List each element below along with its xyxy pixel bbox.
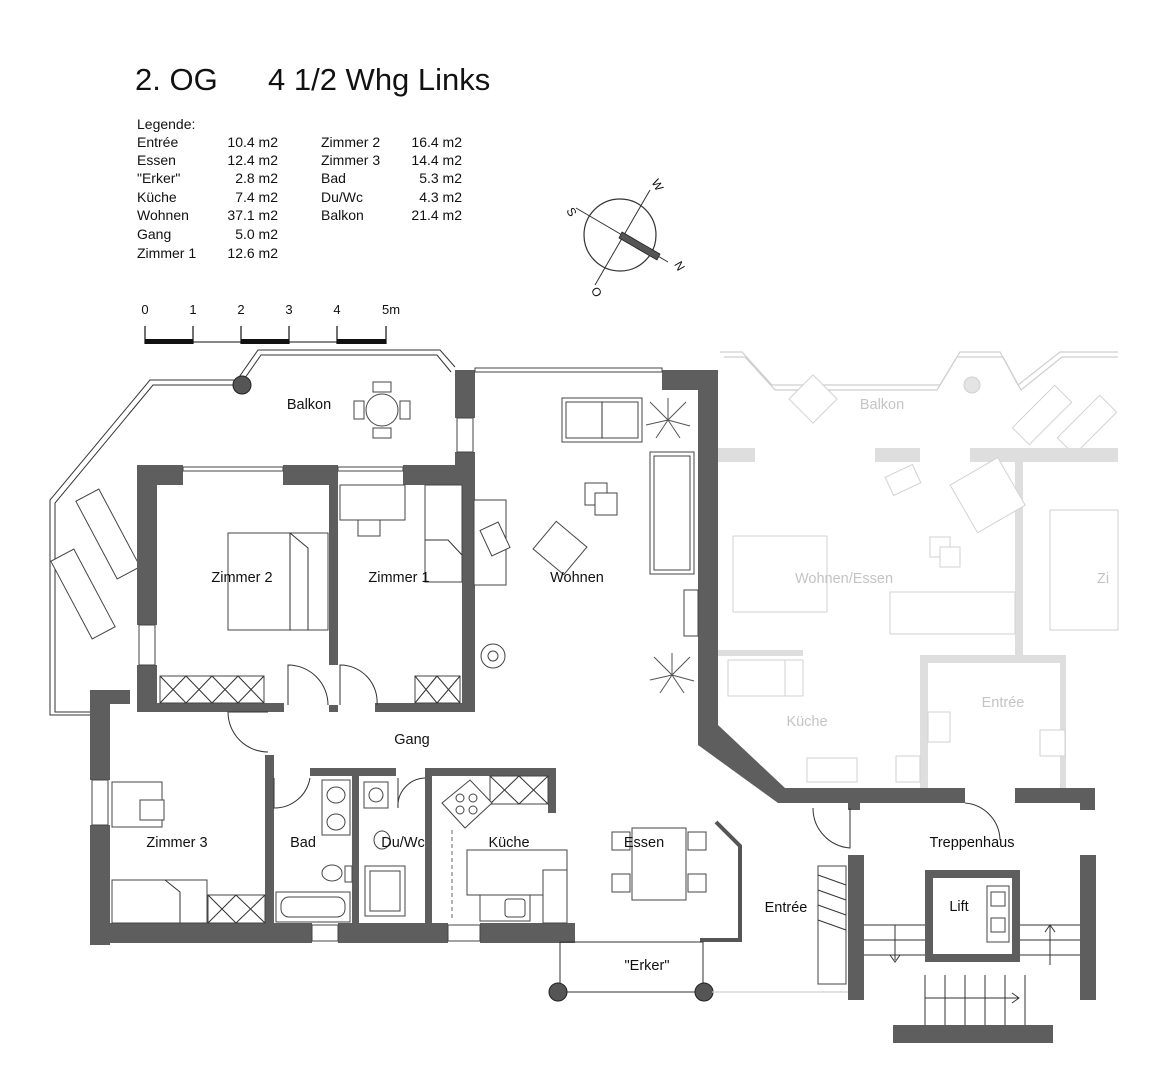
legend-area: 21.4 m2 bbox=[411, 207, 462, 223]
compass-label: S bbox=[563, 205, 579, 219]
room-label-wohnen: Wohnen bbox=[550, 570, 604, 586]
room-label-duwc: Du/Wc bbox=[381, 835, 425, 851]
legend-area: 16.4 m2 bbox=[411, 134, 462, 150]
legend-area: 10.4 m2 bbox=[227, 134, 278, 150]
neighbor-apartment: Balkon Wohnen/Essen Zi Entrée Küche bbox=[718, 351, 1119, 790]
scale-bar: 0 1 2 3 4 5m bbox=[141, 302, 400, 344]
legend-name: Entrée bbox=[137, 134, 178, 150]
legend-area: 4.3 m2 bbox=[419, 189, 462, 205]
legend-name: Du/Wc bbox=[321, 189, 363, 205]
legend-area: 12.4 m2 bbox=[227, 152, 278, 168]
legend-area: 37.1 m2 bbox=[227, 207, 278, 223]
scale-tick: 1 bbox=[189, 302, 196, 317]
neighbor-room-label: Entrée bbox=[982, 695, 1025, 711]
room-label-essen: Essen bbox=[624, 835, 664, 851]
legend-heading: Legende: bbox=[137, 116, 195, 132]
room-label-gang: Gang bbox=[394, 732, 429, 748]
scale-tick: 2 bbox=[237, 302, 244, 317]
furniture bbox=[111, 397, 1080, 1025]
doors bbox=[227, 664, 1001, 849]
legend-area: 12.6 m2 bbox=[227, 245, 278, 261]
legend-name: Gang bbox=[137, 226, 171, 242]
scale-tick: 3 bbox=[285, 302, 292, 317]
scale-tick: 5m bbox=[382, 302, 400, 317]
room-labels: Zimmer 2 Zimmer 1 Wohnen Gang Zimmer 3 B… bbox=[146, 570, 1014, 974]
legend-name: "Erker" bbox=[137, 170, 180, 186]
room-label-kueche: Küche bbox=[488, 835, 529, 851]
room-label-erker: "Erker" bbox=[625, 958, 670, 974]
legend: Legende: Entrée 10.4 m2 Essen 12.4 m2 "E… bbox=[137, 116, 462, 261]
neighbor-room-label: Wohnen/Essen bbox=[795, 571, 893, 587]
legend-name: Zimmer 2 bbox=[321, 134, 380, 150]
room-label-bad: Bad bbox=[290, 835, 316, 851]
balcony: Balkon bbox=[49, 349, 456, 716]
legend-name: Küche bbox=[137, 189, 177, 205]
windows bbox=[91, 367, 663, 942]
legend-area: 14.4 m2 bbox=[411, 152, 462, 168]
room-label-zimmer3: Zimmer 3 bbox=[146, 835, 207, 851]
unit-label: 4 1/2 Whg Links bbox=[268, 62, 490, 97]
compass-label: O bbox=[588, 284, 605, 299]
compass-label: N bbox=[671, 259, 687, 274]
floor-label: 2. OG bbox=[135, 62, 218, 97]
legend-name: Wohnen bbox=[137, 207, 189, 223]
legend-area: 5.0 m2 bbox=[235, 226, 278, 242]
legend-area: 5.3 m2 bbox=[419, 170, 462, 186]
compass-label: W bbox=[649, 177, 667, 194]
room-label-zimmer1: Zimmer 1 bbox=[368, 570, 429, 586]
neighbor-room-label: Zi bbox=[1097, 571, 1109, 587]
legend-name: Zimmer 1 bbox=[137, 245, 196, 261]
room-label-lift: Lift bbox=[949, 899, 968, 915]
legend-area: 7.4 m2 bbox=[235, 189, 278, 205]
scale-tick: 4 bbox=[333, 302, 340, 317]
legend-name: Balkon bbox=[321, 207, 364, 223]
neighbor-room-label: Balkon bbox=[860, 397, 904, 413]
compass-icon: W S N O bbox=[563, 177, 687, 300]
legend-name: Essen bbox=[137, 152, 176, 168]
legend-area: 2.8 m2 bbox=[235, 170, 278, 186]
neighbor-room-label: Küche bbox=[786, 714, 827, 730]
room-label-entree: Entrée bbox=[765, 900, 808, 916]
room-label-balkon: Balkon bbox=[287, 397, 331, 413]
legend-name: Zimmer 3 bbox=[321, 152, 380, 168]
legend-name: Bad bbox=[321, 170, 346, 186]
scale-tick: 0 bbox=[141, 302, 148, 317]
room-label-zimmer2: Zimmer 2 bbox=[211, 570, 272, 586]
room-label-treppenhaus: Treppenhaus bbox=[930, 835, 1015, 851]
